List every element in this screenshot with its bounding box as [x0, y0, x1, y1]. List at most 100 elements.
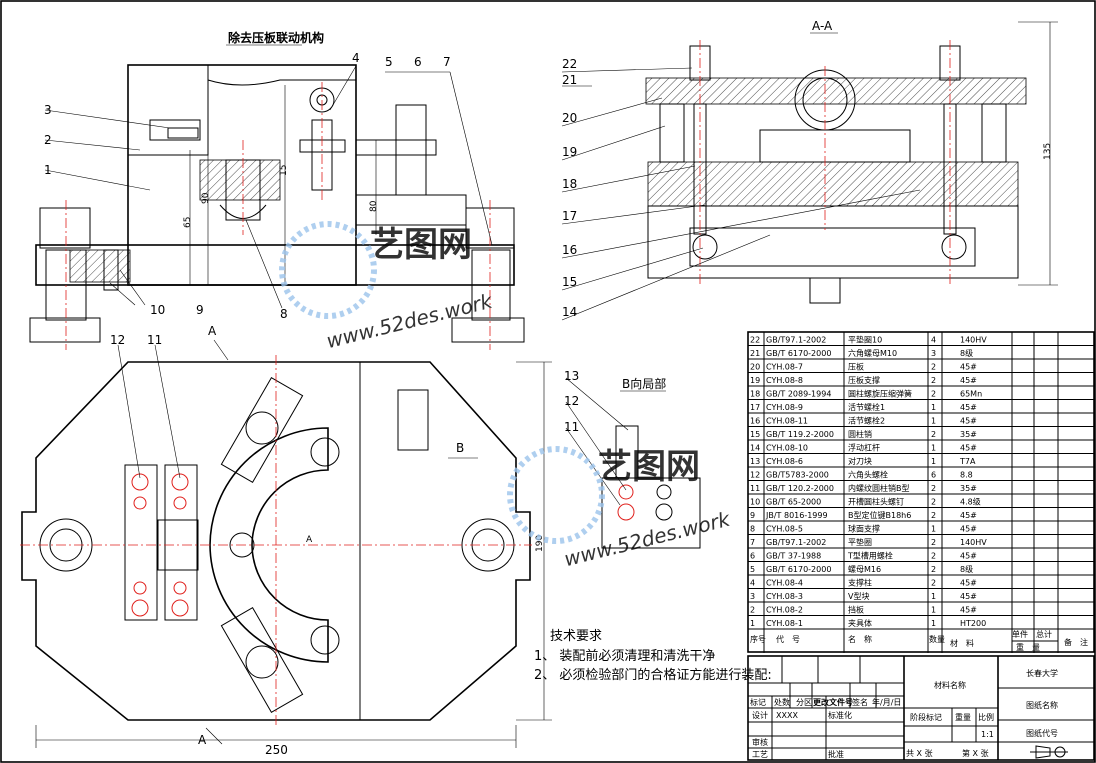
bom-cell-qty: 2 [931, 538, 936, 547]
dim-15: 15 [279, 165, 289, 176]
bom-cell-code: GB/T 37-1988 [766, 552, 821, 561]
plan-view: A A A B 250 190 12 11 [20, 324, 552, 757]
bom-cell-mat: 35# [960, 430, 977, 439]
bom-cell-no: 22 [750, 336, 760, 345]
leader-1: 1 [44, 163, 52, 177]
bom-cell-no: 10 [750, 498, 760, 507]
bom-cell-name: 螺母M16 [848, 564, 881, 574]
tech-req-item-1: 1、 装配前必须清理和清洗干净 [534, 648, 715, 664]
bom-cell-code: CYH.08-8 [766, 376, 803, 385]
bom-cell-code: GB/T 2089-1994 [766, 390, 831, 399]
bom-cell-name: 开槽圆柱头螺钉 [848, 497, 904, 507]
bom-cell-qty: 2 [931, 376, 936, 385]
bom-header: 序号 代 号 名 称 数量 材 料 单件 总计 重 量 备 注 [750, 629, 1088, 652]
bom-cell-name: 活节螺栓1 [848, 402, 885, 412]
bom-cell-name: 平垫圈 [848, 537, 872, 547]
tb-zone: 分区 [796, 698, 812, 707]
dim-250: 250 [265, 743, 288, 757]
leader-9: 9 [196, 303, 204, 317]
dim-80: 80 [369, 200, 379, 212]
bom-cell-qty: 1 [931, 444, 936, 453]
tb-scale-label: 比例 [978, 712, 994, 722]
bom-cell-name: 圆柱螺旋压缩弹簧 [848, 389, 912, 399]
bom-cell-code: GB/T97.1-2002 [766, 538, 826, 547]
tb-review: 审核 [752, 737, 768, 747]
tb-school: 长春大学 [1026, 668, 1058, 678]
bom-cell-no: 14 [750, 444, 760, 453]
leader-12-viewb: 12 [564, 394, 579, 408]
bom-cell-qty: 1 [931, 592, 936, 601]
leader-15: 15 [562, 275, 577, 289]
tb-weight: 重量 [955, 712, 971, 722]
leader-2: 2 [44, 133, 52, 147]
tb-date: 年/月/日 [872, 697, 901, 707]
tech-req-item-2: 2、 必须检验部门的合格证方能进行装配: [534, 667, 772, 683]
bom-header-code: 代 号 [776, 634, 800, 644]
bom-cell-qty: 1 [931, 457, 936, 466]
leader-8: 8 [280, 307, 288, 321]
bom-cell-code: GB/T5783-2000 [766, 471, 829, 480]
dim-90: 90 [201, 192, 211, 204]
bom-cell-mat: 35# [960, 484, 977, 493]
bom-cell-no: 13 [750, 457, 760, 466]
bom-cell-code: CYH.08-7 [766, 363, 803, 372]
bom-cell-qty: 1 [931, 606, 936, 615]
section-mark-a-center: A [306, 535, 313, 545]
leader-4: 4 [352, 51, 360, 65]
side-view-title: 除去压板联动机构 [228, 30, 324, 45]
leader-7: 7 [443, 55, 451, 69]
leader-16: 16 [562, 243, 577, 257]
bom-cell-mat: 45# [960, 606, 977, 615]
leader-19: 19 [562, 145, 577, 159]
leader-11-viewb: 11 [564, 420, 579, 434]
bom-row: 7 GB/T97.1-2002 平垫圈 2 140HV [750, 537, 987, 547]
leader-14: 14 [562, 305, 577, 319]
leader-13-viewb: 13 [564, 369, 579, 383]
bom-cell-no: 7 [750, 538, 755, 547]
bom-cell-qty: 2 [931, 579, 936, 588]
bom-cell-name: 内螺纹圆柱销B型 [848, 483, 910, 493]
bom-cell-mat: 45# [960, 592, 977, 601]
bom-cell-no: 2 [750, 606, 755, 615]
leader-17: 17 [562, 209, 577, 223]
bom-cell-no: 1 [750, 619, 755, 628]
tb-stage: 阶段标记 [910, 712, 942, 722]
bom-cell-qty: 1 [931, 403, 936, 412]
bom-header-no: 序号 [750, 634, 766, 644]
bom-cell-qty: 2 [931, 498, 936, 507]
bom-cell-code: CYH.08-3 [766, 592, 803, 601]
bom-cell-code: CYH.08-10 [766, 444, 808, 453]
leader-6: 6 [414, 55, 422, 69]
bom-cell-no: 17 [750, 403, 760, 412]
bom-cell-no: 15 [750, 430, 760, 439]
bom-cell-mat: 45# [960, 376, 977, 385]
tb-count: 处数 [774, 697, 790, 707]
bom-cell-mat: 140HV [960, 336, 987, 345]
bom-header-weight: 重 量 [1016, 642, 1040, 652]
bom-cell-qty: 1 [931, 417, 936, 426]
tb-material: 材料名称 [934, 680, 966, 690]
side-view: 除去压板联动机构 65 [29, 30, 525, 350]
bom-cell-mat: 140HV [960, 538, 987, 547]
bom-cell-code: GB/T 120.2-2000 [766, 484, 834, 493]
bom-header-qty: 数量 [929, 634, 945, 644]
bom-cell-mat: 65Mn [960, 390, 982, 399]
bom-cell-mat: 8级 [960, 564, 973, 574]
bom-cell-name: 活节螺栓2 [848, 416, 885, 426]
dim-135: 135 [1043, 143, 1053, 160]
bom-cell-code: GB/T 6170-2000 [766, 349, 831, 358]
section-title: A-A [812, 19, 833, 33]
watermark-url-right: www.52des.work [562, 506, 734, 571]
tech-requirements: 技术要求 1、 装配前必须清理和清洗干净 2、 必须检验部门的合格证方能进行装配… [534, 629, 772, 683]
